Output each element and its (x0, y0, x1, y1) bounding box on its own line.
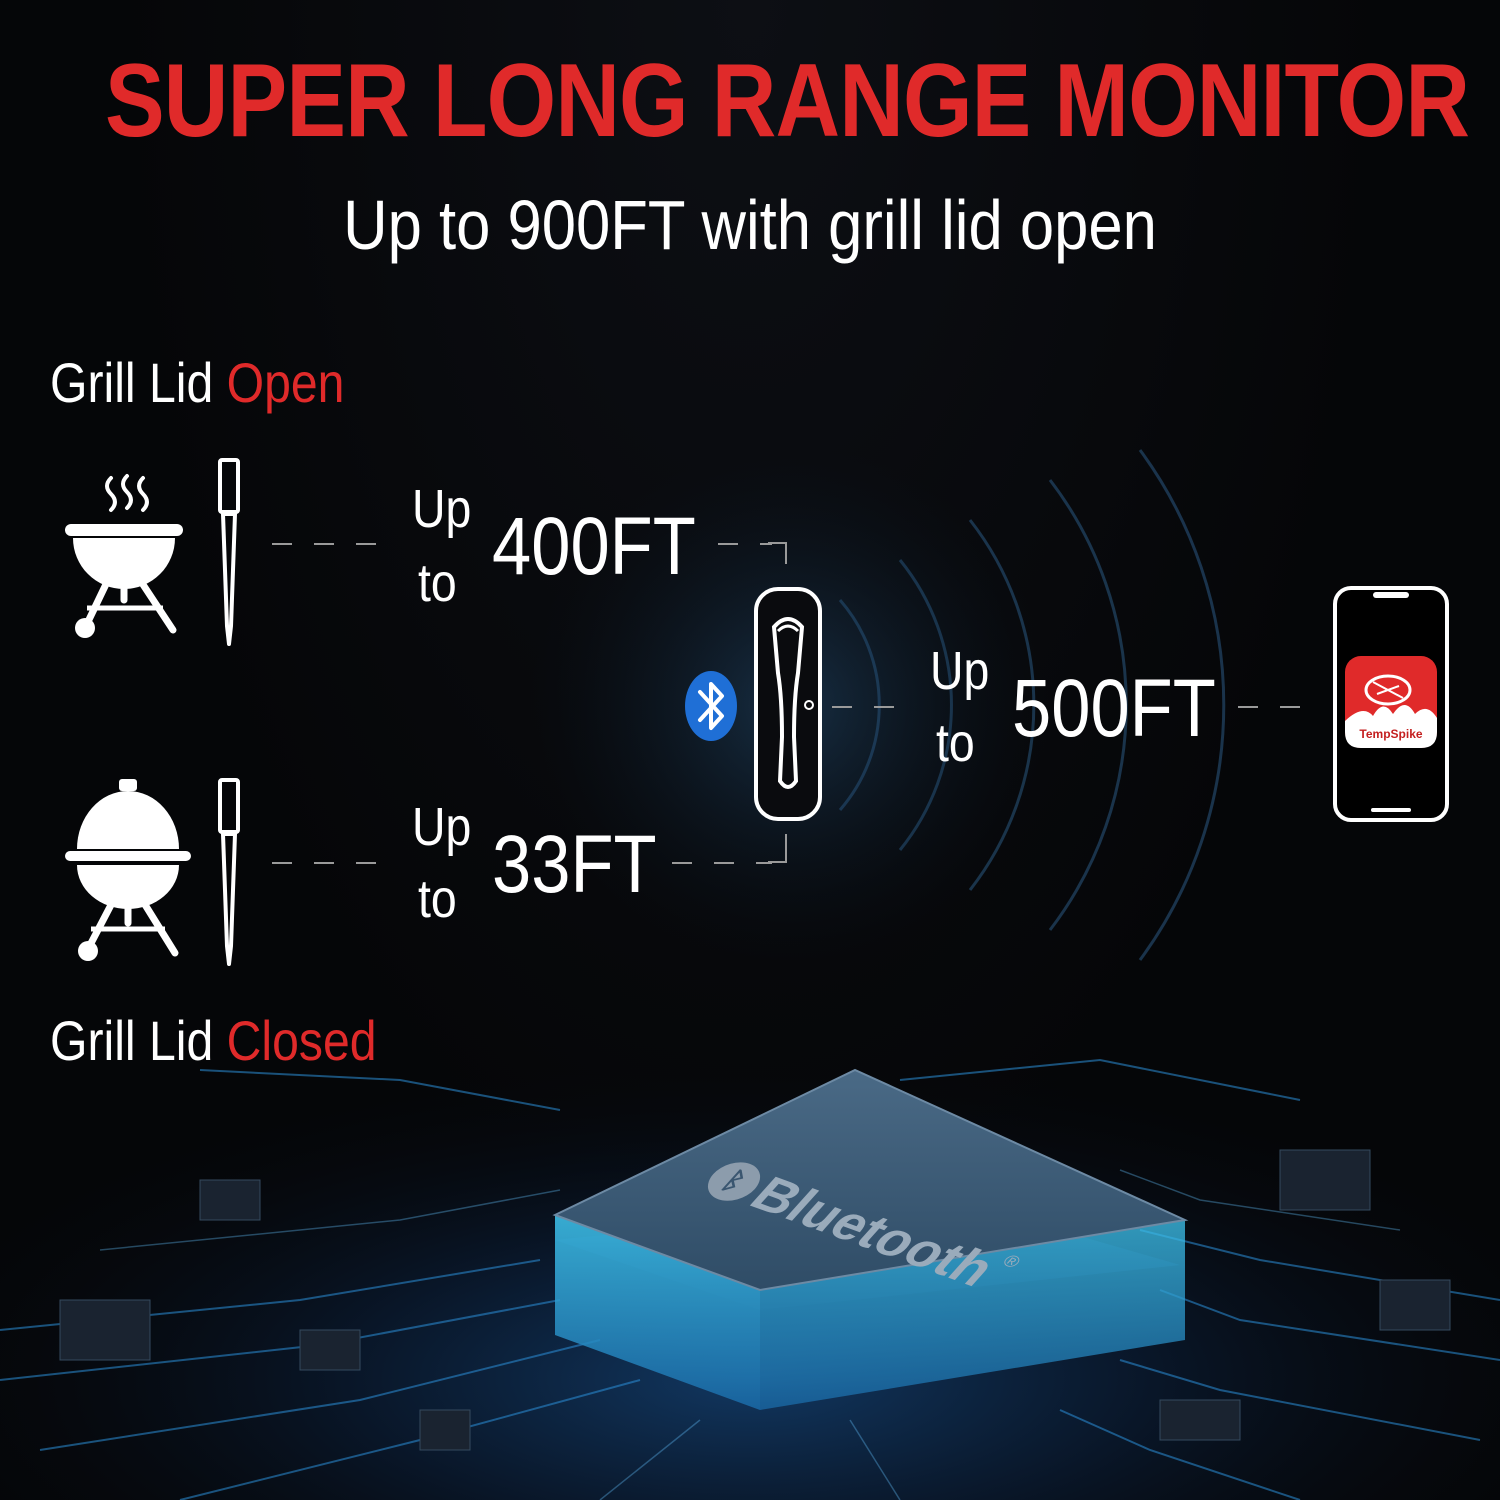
dashed-line-open-right (718, 543, 772, 545)
lid-closed-prefix: Grill Lid (50, 1009, 214, 1072)
dashed-line-repeater-left (832, 706, 912, 708)
lid-closed-to: to (418, 869, 457, 929)
open-grill-icon (65, 474, 183, 638)
lid-open-prefix: Grill Lid (50, 351, 214, 414)
bluetooth-icon (685, 671, 737, 741)
phone-icon (1333, 586, 1449, 822)
lid-closed-up: Up (412, 797, 472, 857)
lid-open-label: Grill Lid Open (50, 350, 344, 415)
lid-closed-state: Closed (226, 1009, 377, 1072)
closed-grill-icon (65, 779, 191, 961)
repeater-up: Up (930, 641, 990, 701)
lid-open-up: Up (412, 479, 472, 539)
lid-open-state: Open (226, 351, 345, 414)
dashed-line-open-left (272, 543, 392, 545)
probe-icon (218, 778, 240, 966)
repeater-to: to (936, 713, 975, 773)
app-name-label: TempSpike (1359, 727, 1423, 741)
lid-closed-distance: 33FT (492, 819, 657, 910)
lid-closed-label: Grill Lid Closed (50, 1008, 377, 1073)
dashed-line-repeater-right (1238, 706, 1318, 708)
connector-open-corner (768, 542, 787, 564)
booster-icon (754, 587, 822, 821)
lid-open-distance: 400FT (492, 501, 696, 592)
connector-closed-corner (768, 834, 787, 863)
repeater-distance: 500FT (1012, 663, 1216, 754)
dashed-line-closed-left (272, 862, 392, 864)
probe-icon (218, 458, 240, 646)
page-title: SUPER LONG RANGE MONITOR (105, 43, 1470, 159)
dashed-line-closed-right (672, 862, 772, 864)
page-subtitle: Up to 900FT with grill lid open (343, 186, 1157, 264)
lid-open-to: to (418, 553, 457, 613)
